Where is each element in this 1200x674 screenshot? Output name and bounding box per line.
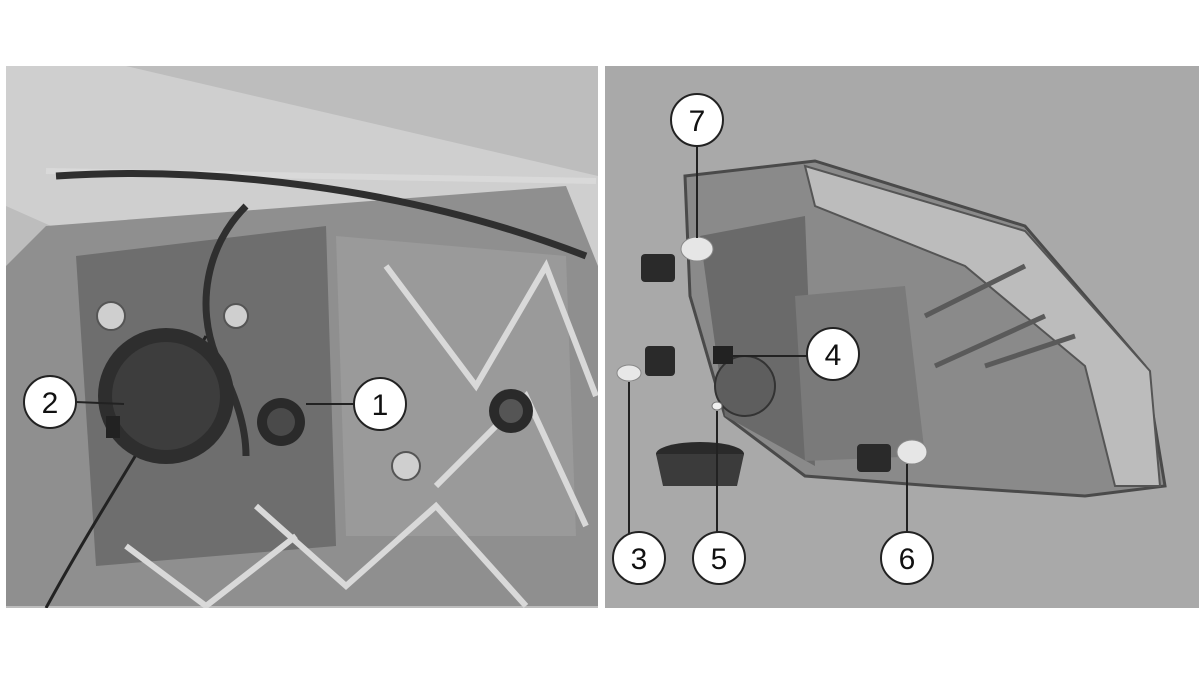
callout-1-label: 1	[372, 389, 389, 422]
callout-7-label: 7	[689, 105, 706, 138]
headlamp-lens-edge	[803, 164, 1162, 487]
bulb-socket-3	[616, 346, 675, 382]
callout-6: 6	[880, 531, 934, 585]
dust-cover-inner	[112, 342, 220, 450]
right-illustration: 7 4 3 5 6	[605, 66, 1199, 608]
callout-6-label: 6	[899, 543, 916, 576]
removed-dust-cap	[656, 442, 744, 486]
side-bulb-socket-inner	[499, 399, 523, 423]
callout-5: 5	[692, 531, 746, 585]
bulb-socket-6	[857, 439, 928, 472]
callout-5-label: 5	[711, 543, 728, 576]
wiring-harness-top	[55, 170, 588, 260]
callout-7: 7	[670, 93, 724, 147]
panel-divider	[598, 66, 605, 608]
mounting-stud	[391, 451, 421, 481]
left-illustration: 2 1	[6, 66, 598, 608]
headlamp-ribs	[923, 263, 1076, 369]
callout-4-label: 4	[825, 339, 842, 372]
bulb-socket-inner	[267, 408, 295, 436]
callout-2-label: 2	[42, 387, 59, 420]
reflector-opening	[714, 355, 776, 417]
right-view-exploded-headlamp: 7 4 3 5 6	[605, 66, 1199, 608]
callout-3-label: 3	[631, 543, 648, 576]
callout-2: 2	[23, 375, 77, 429]
leader-line-2	[75, 401, 125, 405]
bulb-socket-7	[641, 236, 714, 282]
callout-1: 1	[353, 377, 407, 431]
callout-4: 4	[806, 327, 860, 381]
callout-3: 3	[612, 531, 666, 585]
dust-cover-tab	[106, 416, 120, 438]
mounting-stud	[223, 303, 249, 329]
left-view-installed-headlamp: 2 1	[6, 66, 598, 608]
bulb-5	[711, 401, 723, 411]
mounting-stud	[96, 301, 126, 331]
